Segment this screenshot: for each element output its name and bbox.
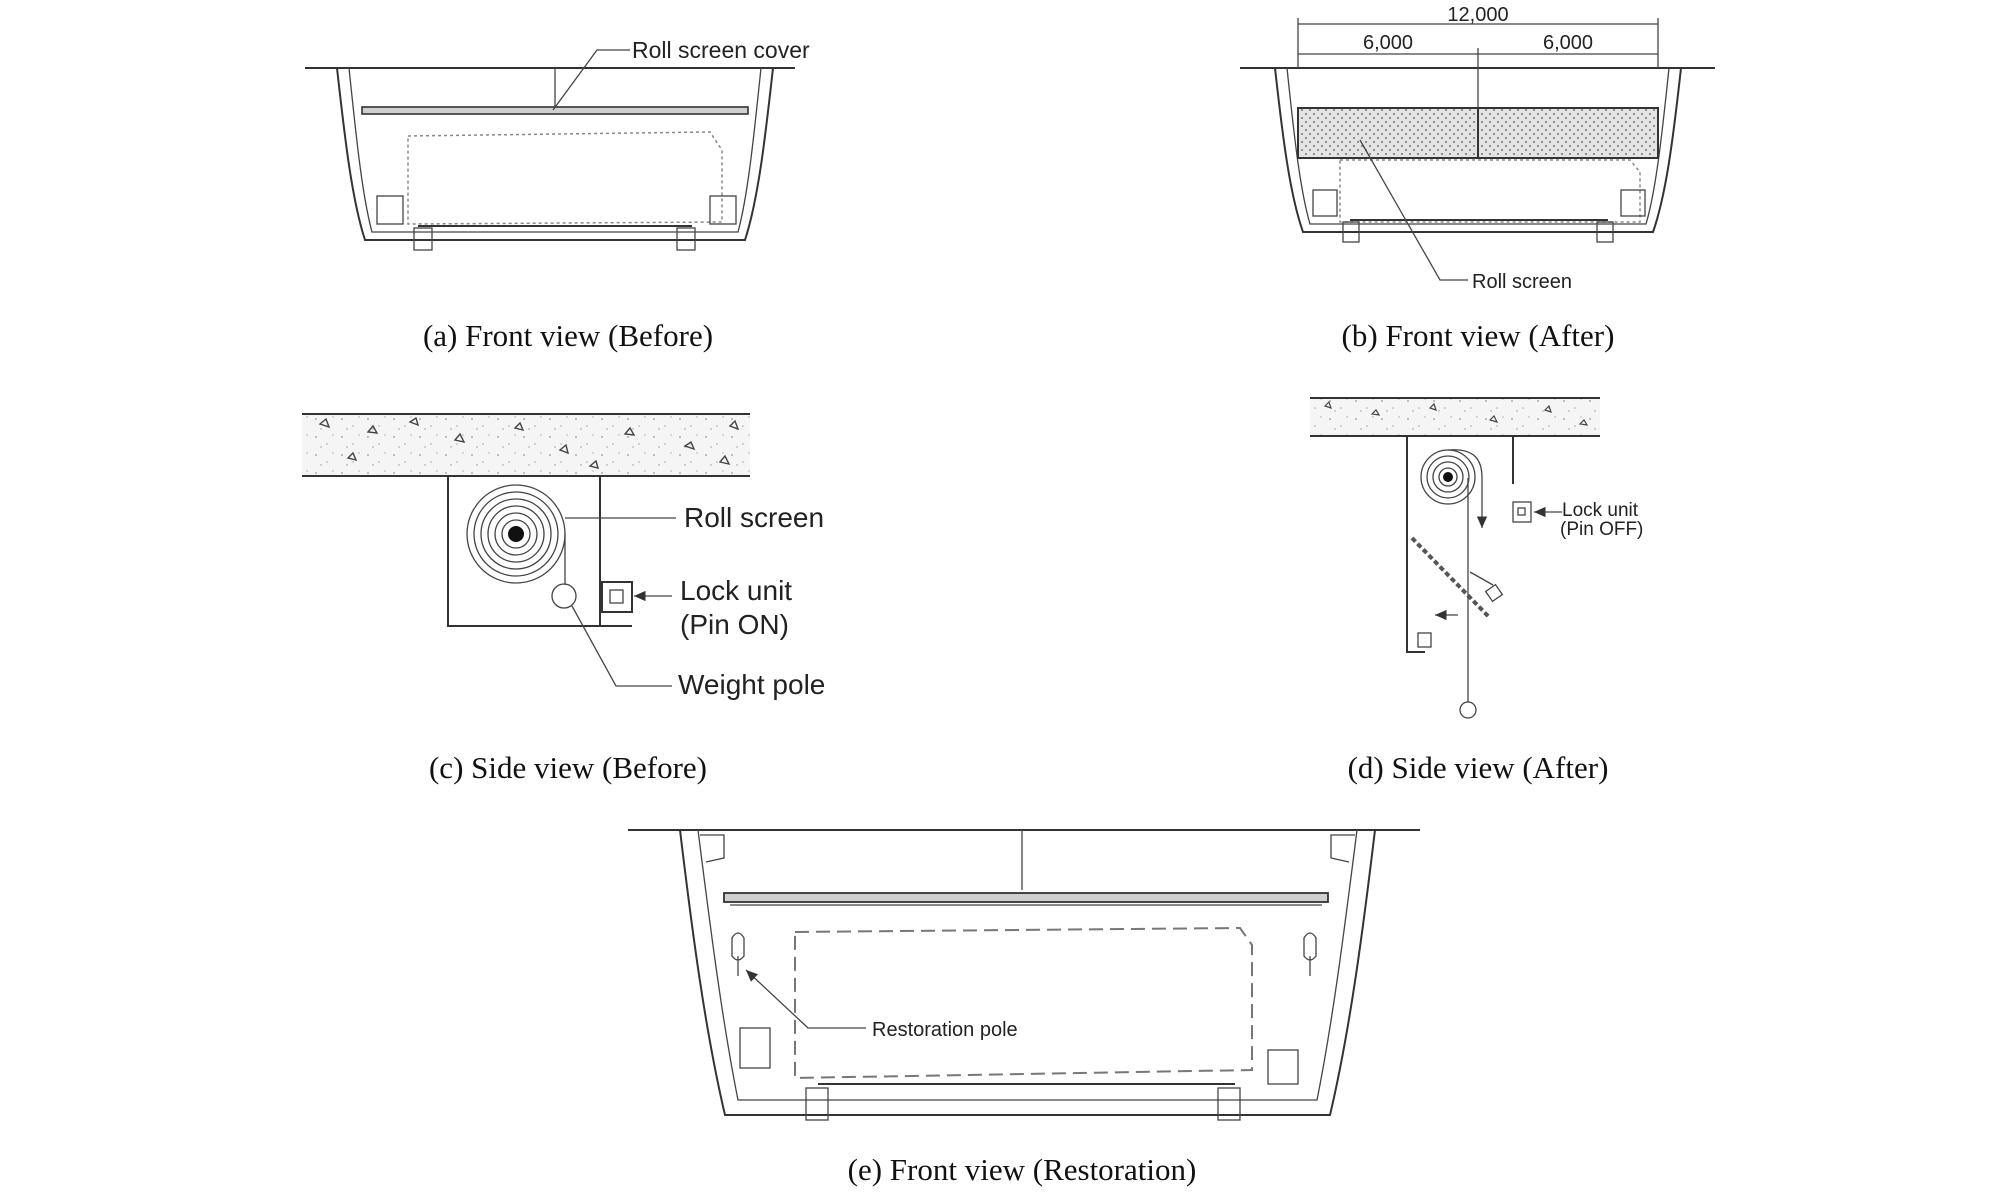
tunnel-outline [1274, 67, 1682, 233]
concrete-slab [1310, 398, 1600, 436]
caption-d: (d) Side view (After) [1348, 750, 1609, 785]
aggregate-marks [1323, 400, 1589, 426]
label-pin-on: (Pin ON) [680, 609, 789, 640]
dimension-right: 6,000 [1543, 32, 1593, 54]
concrete-slab [302, 414, 750, 476]
rail-right [1217, 1087, 1241, 1121]
weight-pole [551, 583, 577, 609]
panel-c-side-view-before: Roll screen Lock unit (Pin ON) Weight po… [302, 413, 825, 785]
housing-left-wall [1406, 436, 1425, 653]
panel-a-front-view-before: Roll screen cover (a) Front view (Before… [305, 37, 810, 353]
rail-right [676, 227, 696, 251]
leader-roll-screen [1359, 139, 1468, 281]
panel-b-front-view-after: 12,000 6,000 6,000 Roll screen (b) Front… [1240, 4, 1715, 353]
rail-right [1596, 221, 1614, 243]
restoration-pole-left [731, 932, 745, 976]
roll-screen-coil [466, 484, 566, 584]
dimension-total: 12,000 [1447, 4, 1508, 26]
aggregate-marks [318, 416, 740, 469]
weight-pole [1459, 701, 1477, 719]
screen-swing-path [1410, 536, 1492, 620]
label-lock-unit: Lock unit [680, 575, 792, 606]
caption-e: (e) Front view (Restoration) [848, 1152, 1197, 1187]
label-roll-screen: Roll screen [1472, 271, 1572, 293]
leader-weight-pole [571, 605, 672, 687]
label-roll-screen-cover: Roll screen cover [632, 37, 810, 63]
caption-c: (c) Side view (Before) [429, 750, 707, 785]
rail-left [805, 1087, 829, 1121]
lock-unit [601, 581, 633, 613]
caption-a: (a) Front view (Before) [423, 318, 713, 353]
train-outline [794, 926, 1253, 1080]
roll-screen-cover [723, 892, 1329, 903]
label-restoration-pole: Restoration pole [872, 1019, 1018, 1041]
tunnel-outline [679, 829, 1376, 1116]
panel-e-front-view-restoration: Restoration pole (e) Front view (Restora… [628, 829, 1420, 1187]
label-lock-unit: Lock unit [1562, 500, 1639, 521]
train-outline [1339, 159, 1641, 223]
dimension-left: 6,000 [1363, 32, 1413, 54]
rail-left [1342, 221, 1360, 243]
label-weight-pole: Weight pole [678, 669, 825, 700]
lock-unit [1512, 501, 1532, 523]
roll-screen-coil [1420, 449, 1476, 505]
roll-screen-housing [447, 475, 601, 627]
leader-restoration-pole [745, 969, 866, 1029]
label-roll-screen: Roll screen [684, 502, 824, 533]
leader-roll-screen-cover [552, 49, 630, 111]
tunnel-outline [336, 67, 774, 241]
deploy-direction-arrow [1447, 449, 1488, 528]
caption-b: (b) Front view (After) [1342, 318, 1615, 353]
restoration-pole-right [1303, 932, 1317, 976]
train-outline [407, 131, 723, 225]
panel-d-side-view-after: Lock unit (Pin OFF) (d) Side view (After… [1310, 397, 1643, 785]
label-pin-off: (Pin OFF) [1560, 519, 1643, 540]
rail-left [413, 227, 433, 251]
